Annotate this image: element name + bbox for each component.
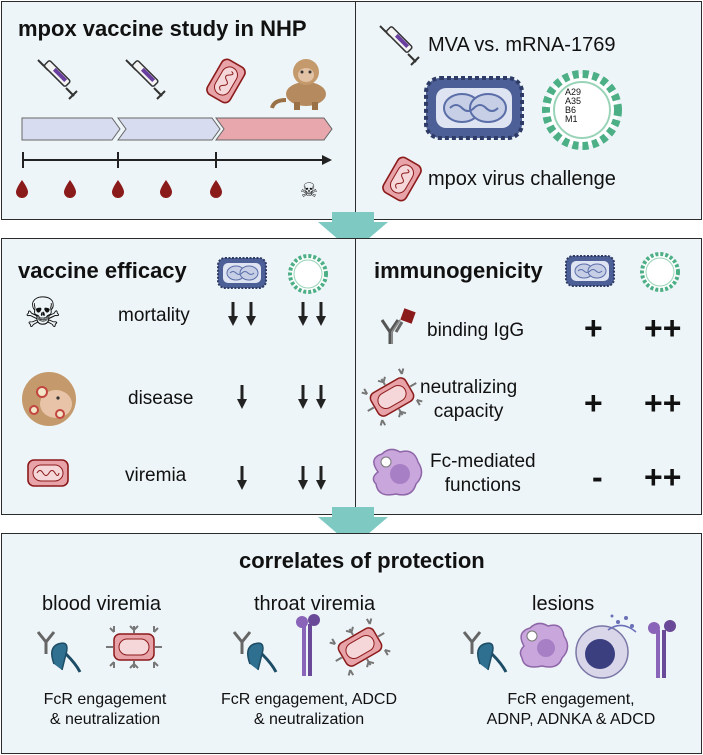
down-arrow-icon [314, 383, 328, 411]
correlate-description-line: ADNP, ADNKA & ADCD [486, 711, 656, 728]
immunogenicity-row-label: neutralizing capacity [420, 376, 517, 424]
fc-receptor-icon [462, 630, 508, 674]
antigen-label: M1 [565, 114, 578, 124]
complement-icon [648, 620, 676, 678]
blood-drop-icon [64, 180, 76, 198]
mva-score: + [584, 385, 603, 421]
correlate-description-line: FcR engagement, [507, 691, 635, 708]
skull-icon: ☠ [300, 180, 318, 202]
correlate-group-name: lesions [532, 593, 595, 615]
immunogenicity-row-label-line: capacity [433, 401, 504, 422]
flow-arrow [318, 212, 388, 252]
correlate-description-line: FcR engagement, ADCD [220, 691, 398, 708]
comparison-label: MVA vs. mRNA-1769 [428, 34, 616, 56]
down-arrow-icon [226, 300, 240, 328]
syringe-icon [37, 59, 78, 100]
virus-icon [27, 459, 69, 487]
challenge-label: mpox virus challenge [428, 168, 616, 190]
fc-receptor-icon [36, 630, 82, 674]
blood-drop-icon [112, 180, 124, 198]
efficacy-title: vaccine efficacy [18, 258, 187, 283]
study-title: mpox vaccine study in NHP [18, 16, 307, 41]
antigen-label: A35 [565, 96, 582, 106]
down-arrow-icon [314, 300, 328, 328]
neutrophil-icon [519, 622, 569, 668]
flow-arrow [318, 507, 388, 547]
fc-receptor-icon [232, 630, 278, 674]
correlate-group-name: throat viremia [254, 593, 376, 615]
lipid-nanoparticle-icon [542, 70, 622, 150]
antibody-icon [380, 308, 416, 346]
immunogenicity-row-label-line: neutralizing [420, 377, 518, 398]
mva-vector-icon [565, 255, 615, 287]
efficacy-row-label: mortality [118, 305, 190, 326]
correlate-description-line: & neutralization [49, 711, 161, 728]
mrna-score: ++ [644, 459, 682, 495]
mrna-score: ++ [644, 310, 682, 346]
correlate-description: FcR engagement & neutralization [30, 690, 180, 730]
down-arrow-icon [296, 464, 310, 492]
down-arrow-icon [235, 383, 249, 411]
down-arrow-icon [296, 300, 310, 328]
efficacy-row-label: viremia [125, 465, 187, 486]
virus-icon [379, 154, 425, 204]
syringe-icon [125, 59, 166, 100]
correlate-description: FcR engagement, ADNP, ADNKA & ADCD [476, 690, 666, 730]
neutralized-virus-icon [105, 625, 163, 669]
down-arrow-icon [244, 300, 258, 328]
macrophage-icon [372, 448, 423, 496]
efficacy-row-label: disease [128, 388, 194, 409]
lipid-nanoparticle-icon [640, 252, 680, 292]
virus-icon [203, 56, 249, 106]
vaccination-timeline-bar [21, 117, 333, 141]
macaque-icon [270, 59, 326, 110]
down-arrow-icon [235, 464, 249, 492]
time-axis [22, 152, 332, 168]
down-arrow-icon [296, 383, 310, 411]
syringe-icon [379, 25, 420, 66]
lipid-nanoparticle-icon [288, 254, 328, 294]
neutralized-virus-icon [324, 613, 396, 681]
skull-crossbones-icon: ☠ [24, 289, 62, 336]
immunogenicity-row-label-line: Fc-mediated [430, 451, 536, 472]
correlates-title: correlates of protection [239, 548, 485, 573]
mva-vector-icon [217, 257, 267, 289]
antigen-list: A29 A35 B6 M1 [565, 88, 581, 124]
immunogenicity-title: immunogenicity [374, 258, 543, 283]
nk-cell-icon [575, 614, 637, 679]
mva-vector-icon [424, 76, 524, 140]
immunogenicity-row-label: Fc-mediated functions [430, 450, 536, 498]
complement-icon [296, 614, 320, 676]
blood-drop-icon [16, 180, 28, 198]
antigen-label: B6 [565, 105, 577, 115]
neutralized-virus-icon [356, 363, 428, 431]
down-arrow-icon [314, 464, 328, 492]
immunogenicity-row-label-line: functions [444, 475, 521, 496]
blood-drop-icon [210, 180, 222, 198]
mva-score: - [592, 459, 603, 495]
mrna-score: ++ [644, 385, 682, 421]
correlate-description: FcR engagement, ADCD & neutralization [214, 690, 404, 730]
study-design-panel [1, 1, 356, 220]
antigen-label: A29 [565, 87, 582, 97]
monkey-lesion-icon [22, 372, 76, 426]
correlate-group-name: blood viremia [42, 593, 161, 615]
correlate-description-line: FcR engagement [43, 691, 167, 708]
blood-drop-icon [160, 180, 172, 198]
immunogenicity-row-label: binding IgG [427, 320, 525, 341]
mva-score: + [584, 310, 603, 346]
correlate-description-line: & neutralization [253, 711, 365, 728]
